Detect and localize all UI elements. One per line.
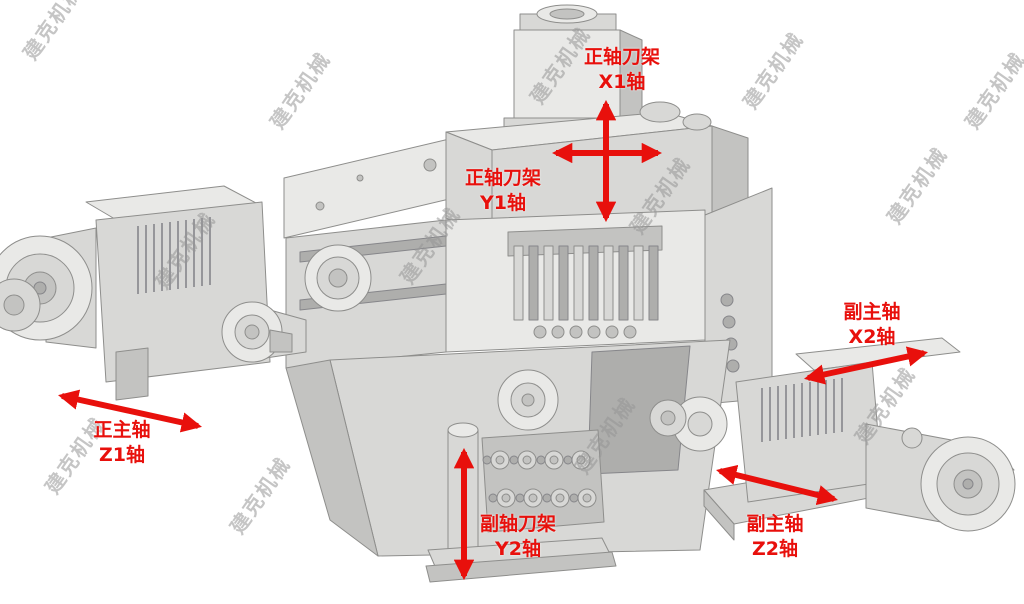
label-y2-name: 副轴刀架 — [479, 513, 557, 535]
label-x1-name: 正轴刀架 — [583, 46, 661, 68]
label-y2-axis: 副轴刀架 Y2轴 — [480, 512, 556, 561]
label-x1-axis: 正轴刀架 X1轴 — [584, 45, 660, 94]
label-y1-name: 正轴刀架 — [464, 167, 542, 189]
label-z1-axis-text: Z1轴 — [98, 443, 145, 466]
label-x2-name: 副主轴 — [843, 301, 901, 323]
label-x1-axis-text: X1轴 — [598, 70, 646, 93]
label-x2-axis-text: X2轴 — [848, 325, 896, 348]
label-z2-name: 副主轴 — [746, 513, 804, 535]
label-y1-axis: 正轴刀架 Y1轴 — [465, 166, 541, 215]
label-y1-axis-text: Y1轴 — [480, 191, 526, 214]
label-y2-axis-text: Y2轴 — [495, 537, 541, 560]
gang-tool-comb — [507, 225, 663, 339]
main-spindle-unit — [0, 185, 307, 401]
label-z2-axis-text: Z2轴 — [751, 537, 798, 560]
sub-tool-post — [425, 422, 617, 583]
label-z1-axis: 正主轴 Z1轴 — [93, 418, 150, 467]
label-z2-axis: 副主轴 Z2轴 — [746, 512, 803, 561]
label-x2-axis: 副主轴 X2轴 — [843, 300, 900, 349]
label-z1-name: 正主轴 — [93, 419, 151, 441]
